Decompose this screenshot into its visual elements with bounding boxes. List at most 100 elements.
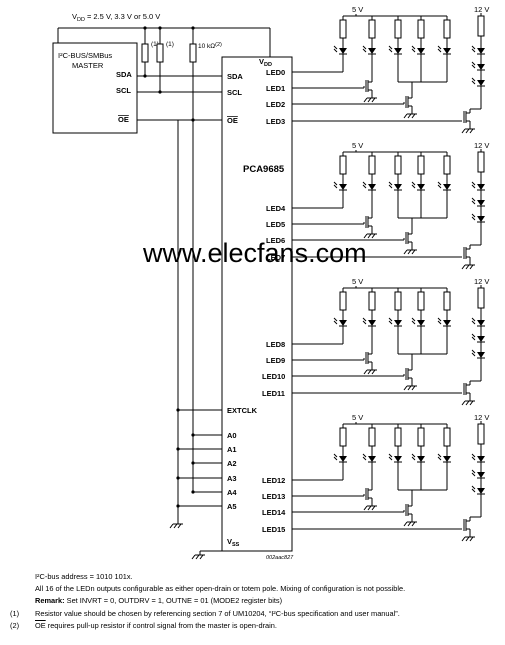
resistor-5v xyxy=(443,291,451,311)
rail-12v-label: 12 V xyxy=(474,413,489,422)
resistor-5v xyxy=(339,155,347,175)
notes-section: I²C-bus address = 1010 101x. All 16 of t… xyxy=(10,571,502,632)
master-title-line2: MASTER xyxy=(72,61,104,70)
mosfet-switch xyxy=(461,381,475,406)
led-diode xyxy=(333,45,347,55)
chip-pin-led6: LED6 xyxy=(266,236,285,245)
master-box xyxy=(52,42,138,134)
schematic-diagram: VDD= 2.5 V, 3.3 V or 5.0 V I²C-BUS/SMBus… xyxy=(52,5,489,561)
chip-pin-led14: LED14 xyxy=(262,508,286,517)
resistor-5v xyxy=(339,427,347,447)
led-diode xyxy=(411,317,425,327)
ground-symbol xyxy=(363,502,377,511)
chip-code: 002aac827 xyxy=(266,555,294,561)
chip-pin-scl: SCL xyxy=(227,88,242,97)
junction-dot xyxy=(191,490,195,494)
chip-pin-led1: LED1 xyxy=(266,84,285,93)
resistor-5v xyxy=(417,19,425,39)
chip-pin-sda: SDA xyxy=(227,72,243,81)
junction-dot xyxy=(176,504,180,508)
chip-pin-oe: OE xyxy=(227,116,238,125)
pullup-note-1: (1) xyxy=(151,41,159,48)
chip-pin-a2: A2 xyxy=(227,459,237,468)
chip-pin-led12: LED12 xyxy=(262,476,285,485)
led-diode xyxy=(411,45,425,55)
footnote-2: (2)OE requires pull-up resistor if contr… xyxy=(10,620,277,630)
mosfet-switch xyxy=(461,109,475,134)
led-diode xyxy=(388,317,402,327)
resistor-5v xyxy=(417,291,425,311)
led-diode xyxy=(437,453,451,463)
rail-12v-label: 12 V xyxy=(474,141,489,150)
chip-pin-led13: LED13 xyxy=(262,492,285,501)
pullup-resistor-oe xyxy=(189,28,197,122)
watermark: www.elecfans.com xyxy=(142,238,367,268)
chip-pin-led5: LED5 xyxy=(266,220,285,229)
ground-symbol xyxy=(461,261,475,270)
ground-symbol xyxy=(363,94,377,103)
resistor-5v xyxy=(368,155,376,175)
led-diode xyxy=(388,45,402,55)
ground-symbol xyxy=(191,551,205,560)
mosfet-switch xyxy=(403,230,417,255)
pullup-resistor-scl xyxy=(156,28,164,94)
led-diode xyxy=(471,77,485,87)
resistor-12v xyxy=(477,15,485,37)
ground-symbol xyxy=(403,518,417,527)
led-diode xyxy=(362,317,376,327)
ground-symbol xyxy=(461,125,475,134)
resistor-5v xyxy=(394,19,402,39)
led-diode xyxy=(333,317,347,327)
led-diode xyxy=(471,485,485,495)
resistor-5v xyxy=(339,19,347,39)
resistor-5v xyxy=(443,19,451,39)
chip-pin-a5: A5 xyxy=(227,502,237,511)
master-pin-scl: SCL xyxy=(116,86,131,95)
led-diode xyxy=(471,45,485,55)
mosfet-switch xyxy=(363,214,377,239)
mosfet-switch xyxy=(403,502,417,527)
master-pin-sda: SDA xyxy=(116,70,132,79)
mosfet-switch xyxy=(461,517,475,542)
resistor-5v xyxy=(368,291,376,311)
chip-name: PCA9685 xyxy=(243,164,285,175)
mosfet-switch xyxy=(403,366,417,391)
rail-5v-label: 5 V xyxy=(352,5,363,14)
chip-pin-led10: LED10 xyxy=(262,372,285,381)
led-diode xyxy=(333,453,347,463)
resistor-12v xyxy=(477,287,485,309)
resistor-5v xyxy=(394,427,402,447)
ground-symbol xyxy=(403,382,417,391)
led-diode xyxy=(471,61,485,71)
led-diode xyxy=(362,181,376,191)
chip-pin-led0: LED0 xyxy=(266,68,285,77)
resistor-12v xyxy=(477,423,485,445)
led-diode xyxy=(362,453,376,463)
led-diode xyxy=(471,181,485,191)
chip-pin-led3: LED3 xyxy=(266,117,285,126)
led-diode xyxy=(437,45,451,55)
led-diode xyxy=(471,213,485,223)
led-diode xyxy=(411,181,425,191)
resistor-5v xyxy=(417,155,425,175)
rail-5v-label: 5 V xyxy=(352,413,363,422)
resistor-5v xyxy=(417,427,425,447)
rail-5v-label: 5 V xyxy=(352,141,363,150)
chip-pin-led7: LED7 xyxy=(266,253,285,262)
chip-pin-a0: A0 xyxy=(227,431,237,440)
led-diode xyxy=(411,453,425,463)
chip-pin-led15: LED15 xyxy=(262,525,285,534)
resistor-5v xyxy=(443,155,451,175)
chip-pin-a3: A3 xyxy=(227,474,237,483)
chip-pin-a1: A1 xyxy=(227,445,237,454)
note-remark: Remark: Set INVRT = 0, OUTDRV = 1, OUTNE… xyxy=(35,596,283,606)
note-config: All 16 of the LEDn outputs configurable … xyxy=(35,584,406,594)
resistor-5v xyxy=(394,155,402,175)
rail-12v-label: 12 V xyxy=(474,277,489,286)
chip-pin-led11: LED11 xyxy=(262,389,285,398)
chip-pin-led2: LED2 xyxy=(266,100,285,109)
footnote-1: (1)Resistor value should be chosen by re… xyxy=(10,608,400,618)
